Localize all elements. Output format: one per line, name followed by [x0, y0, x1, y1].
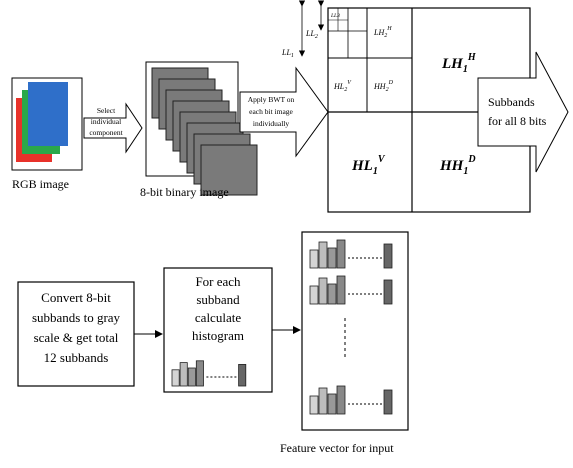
histogram-bar [383, 243, 393, 269]
select-label-line2: individual [91, 117, 121, 126]
convert-label-line3: scale & get total [34, 330, 119, 345]
ll-axis-markers [298, 0, 325, 57]
blue-channel [28, 82, 68, 146]
ll2-axis-label: LL2 [305, 29, 318, 40]
apply-label-line1: Apply BWT on [248, 95, 295, 104]
histogram-bar [171, 369, 180, 387]
histogram-bar [336, 239, 346, 269]
subbands-label-line1: Subbands [488, 95, 535, 109]
histogram-bar [318, 387, 328, 415]
subbands-label-line2: for all 8 bits [488, 114, 547, 128]
histogram-bar [309, 395, 319, 415]
rgb-image-label: RGB image [12, 177, 69, 191]
histogram-bar [336, 385, 346, 415]
histogram-bar [336, 275, 346, 305]
histogram-bar [327, 283, 337, 305]
histogram-bar [327, 247, 337, 269]
select-label-line1: Select [97, 106, 116, 115]
select-label-line3: component [89, 128, 123, 137]
histogram-label-line3: calculate [195, 310, 241, 325]
ll3-label: LL3 [330, 13, 340, 19]
binary-image-label: 8-bit binary image [140, 185, 229, 199]
apply-bwt-arrow [239, 66, 329, 158]
hh1-label: HH1D [439, 154, 476, 177]
hh2-label: HH2D [373, 80, 394, 93]
histogram-label-line1: For each [195, 274, 241, 289]
convert-gray-box [17, 281, 135, 387]
histogram-bar [238, 363, 247, 387]
histogram-bar [179, 362, 188, 387]
lh1-label: LH1H [441, 52, 477, 75]
histogram-bar [309, 249, 319, 269]
subbands-output-arrow [477, 51, 569, 173]
histogram-icon [171, 360, 247, 387]
histogram-bar [327, 393, 337, 415]
histogram-bar [318, 277, 328, 305]
histogram-bar [318, 241, 328, 269]
histogram-bar [195, 360, 204, 387]
lh2-label: LH2H [373, 26, 392, 39]
histogram-bar [309, 285, 319, 305]
apply-label-line3: individually [253, 119, 289, 128]
histogram-bar [383, 279, 393, 305]
apply-label-line2: each bit image [249, 107, 293, 116]
histogram-label-line2: subband [196, 292, 240, 307]
convert-label-line1: Convert 8-bit [41, 290, 111, 305]
histogram-bar [187, 367, 196, 387]
binary-image-stack [145, 61, 258, 196]
select-component-arrow [83, 102, 143, 154]
hl1-label: HL1V [351, 154, 386, 177]
histogram-label-line4: histogram [192, 328, 244, 343]
feature-vector-label: Feature vector for input [280, 441, 394, 455]
hl2-label: HL2V [333, 80, 352, 93]
convert-label-line4: 12 subbands [44, 350, 109, 365]
bit-plane-layer [200, 144, 258, 196]
histogram-bar [383, 389, 393, 415]
rgb-image-icon [11, 77, 83, 171]
ll1-axis-label: LL1 [281, 48, 294, 59]
convert-label-line2: subbands to gray [32, 310, 121, 325]
